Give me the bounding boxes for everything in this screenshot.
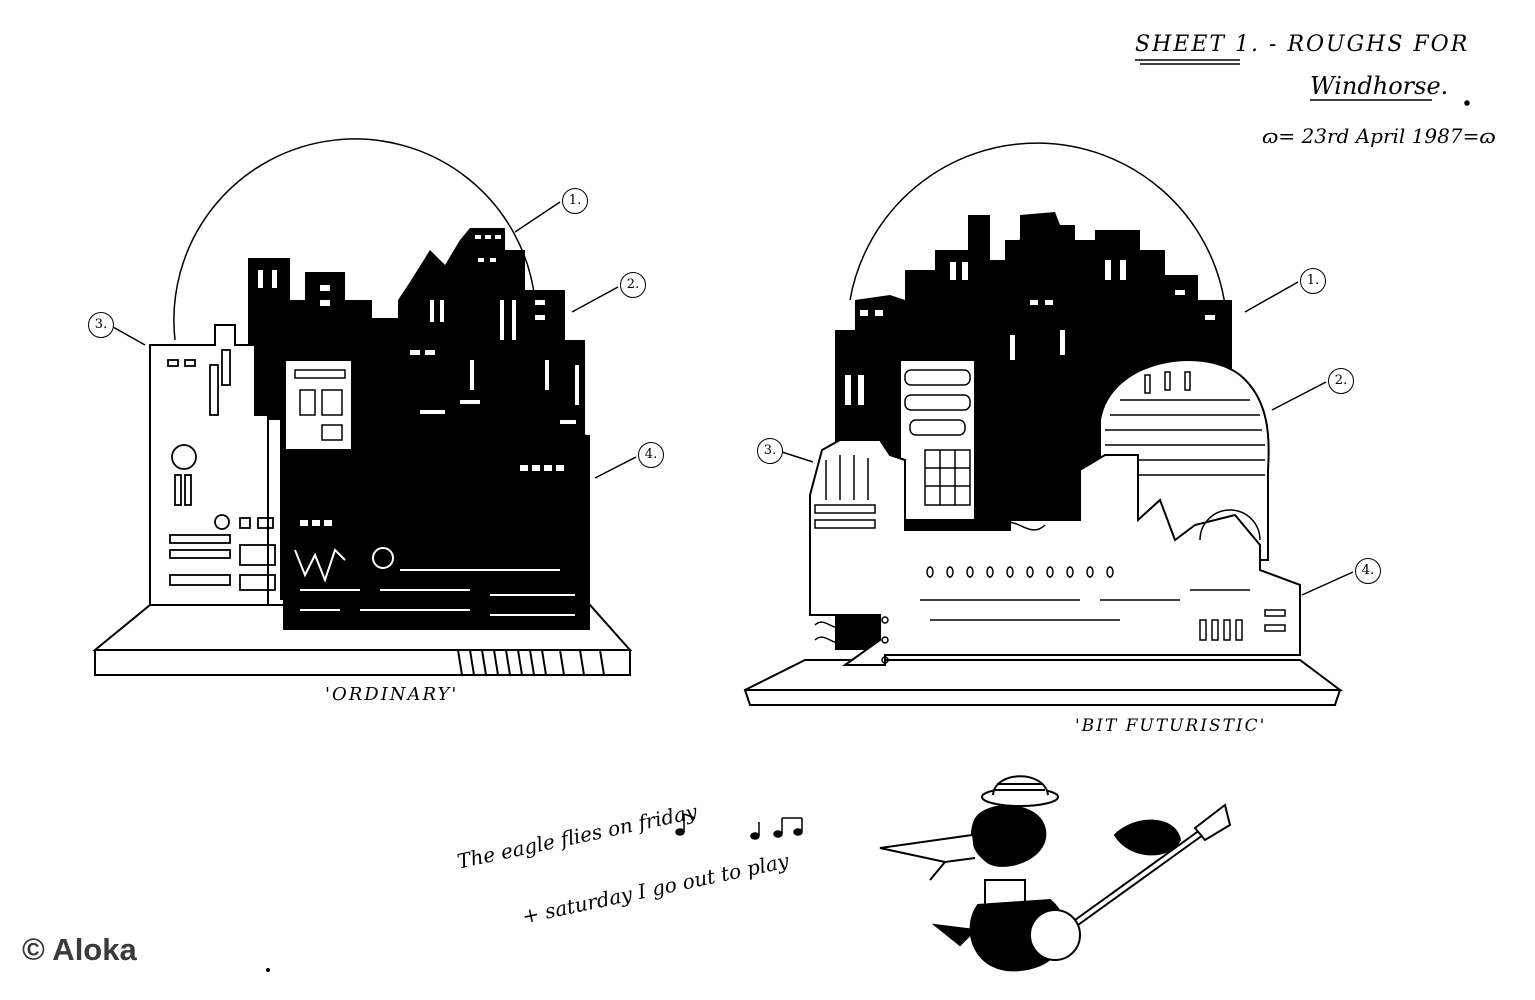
callout-2-ordinary: 2. (620, 272, 646, 298)
callout-1-ordinary: 1. (562, 188, 588, 214)
futuristic-city-sketch (743, 142, 1354, 706)
callout-4-ordinary: 4. (638, 442, 664, 468)
music-notes-icon (675, 813, 803, 840)
sheet-subtitle: Windhorse. (1310, 72, 1449, 100)
sheet-title: Sheet 1. - Roughs for (1135, 32, 1470, 57)
callout-3-ordinary: 3. (88, 312, 114, 338)
callout-4-futuristic: 4. (1355, 558, 1381, 584)
ink-dot (266, 968, 270, 972)
callout-2-futuristic: 2. (1328, 368, 1354, 394)
copyright-watermark: © Aloka (22, 932, 137, 967)
eagle-banjo-doodle (879, 775, 1232, 972)
title-underline (1135, 59, 1470, 106)
ordinary-city-sketch (92, 138, 637, 676)
callout-1-futuristic: 1. (1300, 268, 1326, 294)
caption-ordinary: 'Ordinary' (325, 684, 459, 705)
caption-futuristic: 'Bit Futuristic' (1075, 716, 1267, 736)
callout-3-futuristic: 3. (757, 438, 783, 464)
sheet-date: ɷ= 23rd April 1987=ɷ (1262, 124, 1496, 148)
